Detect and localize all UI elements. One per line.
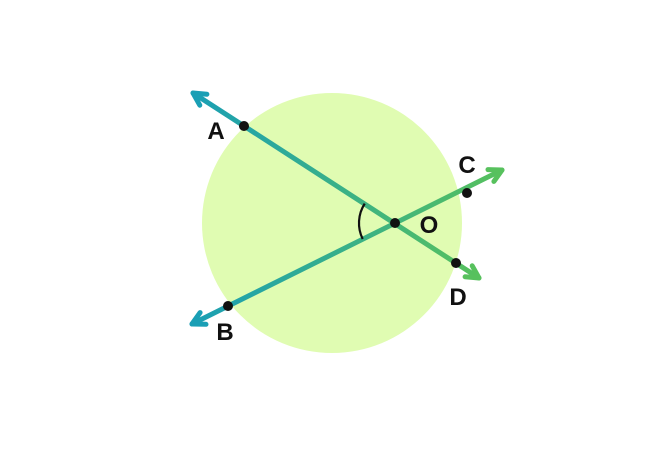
point-label-a: A <box>207 118 224 145</box>
point-dot-c <box>462 188 472 198</box>
arrowhead-lower-left-icon <box>189 310 209 327</box>
point-label-d: D <box>449 284 466 311</box>
line-b-o-c <box>189 167 505 327</box>
point-label-b: B <box>216 319 233 346</box>
point-dot-b <box>223 301 233 311</box>
arrowhead-upper-left-icon <box>190 90 210 108</box>
angle-arc <box>357 203 366 240</box>
point-label-c: C <box>458 152 475 179</box>
point-dot-d <box>451 258 461 268</box>
point-label-o: O <box>420 212 439 239</box>
point-dot-a <box>239 121 249 131</box>
point-dot-o <box>390 218 400 228</box>
arrowhead-c-direction-icon <box>485 167 505 184</box>
arrowhead-d-direction-icon <box>462 263 482 281</box>
